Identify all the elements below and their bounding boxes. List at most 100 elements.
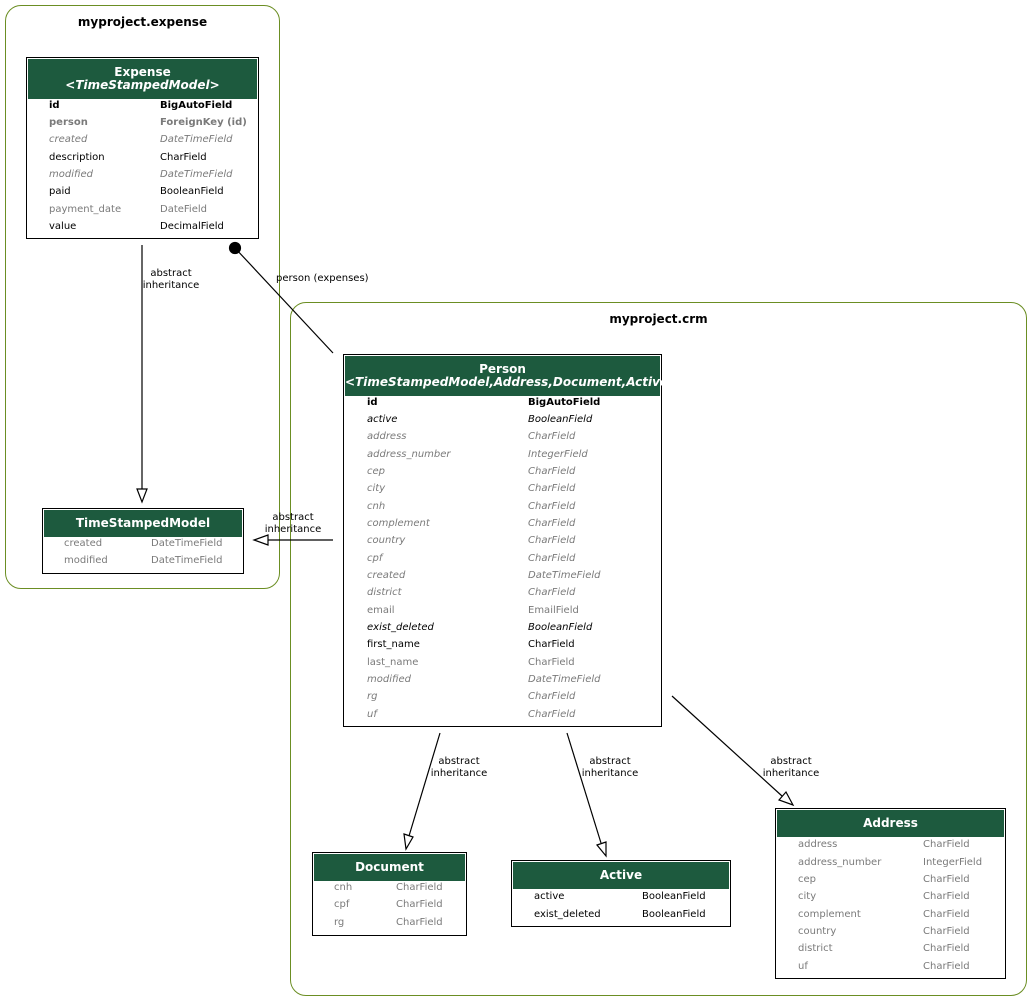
edge-person-address [671, 695, 783, 797]
field-type: ForeignKey (id) [160, 117, 247, 128]
field-name: city [367, 483, 386, 494]
model-person-parents: <TimeStampedModel,Address,Document,Activ… [345, 375, 679, 389]
field-type: CharField [396, 917, 443, 928]
cluster-crm-title: myproject.crm [609, 312, 708, 326]
field-type: EmailField [528, 605, 579, 616]
field-name: created [49, 134, 88, 145]
field-type: BooleanField [528, 414, 593, 425]
field-type: DateTimeField [160, 169, 233, 180]
field-name: cpf [334, 899, 350, 910]
model-expense-title: Expense [114, 65, 171, 79]
field-name: exist_deleted [534, 909, 601, 920]
field-name: created [64, 538, 103, 549]
field-name: complement [798, 909, 861, 920]
field-name: address [798, 839, 838, 850]
model-address-header: Address [777, 810, 1004, 837]
field-name: first_name [367, 639, 420, 650]
model-address: Address address CharField address_number… [775, 808, 1006, 979]
field-name: district [367, 587, 402, 598]
arrowhead-person-tsm [252, 534, 269, 546]
field-type: CharField [528, 535, 576, 546]
model-active-header: Active [513, 862, 729, 889]
cluster-expense: myproject.expense [5, 5, 280, 589]
arrowhead-person-address [777, 790, 795, 807]
field-type: BigAutoField [528, 397, 601, 408]
model-person: Person <TimeStampedModel,Address,Documen… [343, 354, 679, 727]
model-document-header: Document [314, 854, 465, 881]
edge-person-expenses [234, 247, 334, 354]
edge-person-active [566, 732, 602, 844]
field-name: uf [798, 961, 808, 972]
field-type: BooleanField [642, 891, 706, 902]
field-type: CharField [923, 926, 970, 937]
edge-label-person-document: abstract inheritance [430, 756, 488, 779]
edge-label-person-expenses: person (expenses) [276, 273, 369, 284]
field-name: value [49, 221, 77, 232]
field-name: address_number [367, 449, 451, 460]
field-name: district [798, 943, 833, 954]
field-name: payment_date [49, 204, 122, 215]
field-name: cnh [367, 501, 386, 512]
model-person-title: Person [479, 362, 526, 376]
field-type: CharField [528, 518, 576, 529]
field-name: cpf [367, 553, 383, 564]
field-name: active [534, 891, 565, 902]
field-name: cnh [334, 882, 353, 893]
field-name: paid [49, 186, 71, 197]
model-document: Document cnh CharField cpf CharField rg … [312, 852, 467, 936]
edge-person-document [408, 732, 441, 837]
field-type: BooleanField [642, 909, 706, 920]
field-name: city [798, 891, 817, 902]
model-timestampedmodel-title: TimeStampedModel [75, 516, 211, 530]
field-type: BigAutoField [160, 100, 233, 111]
field-type: CharField [528, 466, 576, 477]
field-name: created [367, 570, 406, 581]
field-name: exist_deleted [367, 622, 434, 633]
field-type: CharField [528, 691, 576, 702]
field-name: description [49, 152, 105, 163]
field-type: CharField [528, 639, 575, 650]
field-type: CharField [528, 483, 576, 494]
field-type: BooleanField [160, 186, 224, 197]
field-name: active [367, 414, 398, 425]
model-address-title: Address [863, 816, 918, 830]
field-type: DateTimeField [151, 538, 223, 549]
field-type: BooleanField [528, 622, 593, 633]
field-name: cep [798, 874, 816, 885]
field-name: id [367, 397, 378, 408]
field-name: rg [367, 691, 378, 702]
cluster-crm: myproject.crm [290, 302, 1027, 996]
model-timestampedmodel: TimeStampedModel created DateTimeField m… [42, 508, 244, 574]
cluster-expense-title: myproject.expense [77, 15, 208, 29]
field-type: DateField [160, 204, 207, 215]
model-expense-header: Expense <TimeStampedModel> [28, 59, 257, 99]
field-type: CharField [528, 553, 576, 564]
model-active: Active active BooleanField exist_deleted… [511, 860, 731, 927]
field-type: DecimalField [160, 221, 224, 232]
model-document-title: Document [355, 860, 424, 874]
field-type: CharField [528, 657, 575, 668]
field-type: CharField [923, 839, 970, 850]
field-type: IntegerField [528, 449, 588, 460]
field-name: modified [64, 555, 108, 566]
field-type: CharField [396, 882, 443, 893]
field-type: CharField [923, 961, 970, 972]
model-expense-parents: <TimeStampedModel> [65, 78, 220, 92]
field-type: CharField [396, 899, 443, 910]
arrowhead-person-active [595, 841, 607, 858]
edge-label-person-tsm: abstract inheritance [264, 512, 322, 535]
model-timestampedmodel-header: TimeStampedModel [44, 510, 242, 537]
field-type: CharField [923, 909, 970, 920]
field-name: last_name [367, 657, 419, 668]
field-name: person [49, 117, 88, 128]
edge-label-person-address: abstract inheritance [762, 756, 820, 779]
field-name: address [367, 431, 407, 442]
field-name: uf [367, 709, 377, 720]
field-type: DateTimeField [528, 570, 601, 581]
field-name: country [798, 926, 837, 937]
field-type: CharField [923, 874, 970, 885]
field-name: cep [367, 466, 385, 477]
field-type: CharField [528, 501, 576, 512]
field-name: email [367, 605, 395, 616]
field-type: DateTimeField [151, 555, 223, 566]
